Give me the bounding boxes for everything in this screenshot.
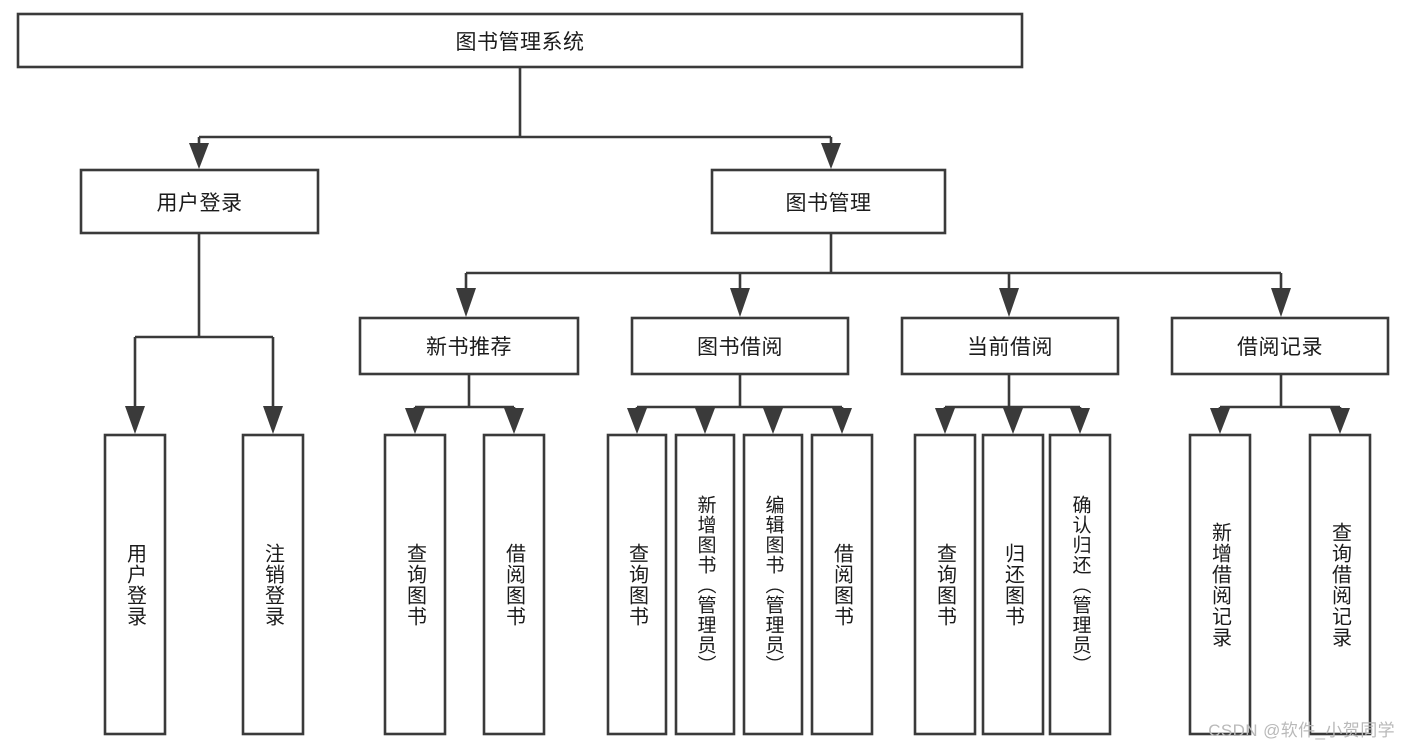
- watermark-text: CSDN @软件_小贺同学: [1208, 721, 1395, 740]
- leaf-box-edit-book-admin[interactable]: [742, 433, 804, 736]
- arrowhead-leaf-query-borrow-record: [1330, 408, 1350, 434]
- node-box-borrow-record[interactable]: [1170, 316, 1390, 376]
- arrowhead-leaf-query-book-recommend: [405, 408, 425, 434]
- arrowhead-borrow-record: [1271, 288, 1291, 317]
- arrowhead-leaf-add-book-admin: [695, 408, 715, 434]
- leaf-box-query-book-current[interactable]: [913, 433, 977, 736]
- leaf-box-query-borrow-record[interactable]: [1308, 433, 1372, 736]
- arrowhead-leaf-borrow-book: [832, 408, 852, 434]
- leaf-box-borrow-book-recommend[interactable]: [482, 433, 546, 736]
- arrowhead-new-book-recommend: [456, 288, 476, 317]
- arrowhead-user-login: [189, 143, 209, 169]
- leaf-box-confirm-return-admin[interactable]: [1048, 433, 1112, 736]
- leaf-box-user-login[interactable]: [103, 433, 167, 736]
- node-box-book-management[interactable]: [710, 168, 947, 235]
- node-box-new-book-recommend[interactable]: [358, 316, 580, 376]
- arrowhead-leaf-user-login: [125, 406, 145, 434]
- node-box-book-borrow[interactable]: [630, 316, 850, 376]
- node-box-user-login[interactable]: [79, 168, 320, 235]
- arrowhead-leaf-query-book-borrow: [627, 408, 647, 434]
- node-box-root[interactable]: [16, 12, 1024, 69]
- arrowhead-current-borrow: [999, 288, 1019, 317]
- arrowhead-book-management: [821, 143, 841, 169]
- arrowhead-leaf-add-borrow-record: [1210, 408, 1230, 434]
- leaf-box-add-borrow-record[interactable]: [1188, 433, 1252, 736]
- leaf-box-user-logout[interactable]: [241, 433, 305, 736]
- node-box-current-borrow[interactable]: [900, 316, 1120, 376]
- arrowhead-book-borrow: [730, 288, 750, 317]
- arrowhead-leaf-return-book: [1003, 408, 1023, 434]
- arrowhead-leaf-confirm-return-admin: [1070, 408, 1090, 434]
- arrowhead-leaf-edit-book-admin: [763, 408, 783, 434]
- leaf-box-query-book-recommend[interactable]: [383, 433, 447, 736]
- leaf-box-add-book-admin[interactable]: [674, 433, 736, 736]
- arrowhead-leaf-user-logout: [263, 406, 283, 434]
- leaf-box-query-book-borrow[interactable]: [606, 433, 668, 736]
- arrowhead-leaf-borrow-book-recommend: [504, 408, 524, 434]
- arrowhead-leaf-query-book-current: [935, 408, 955, 434]
- leaf-box-borrow-book[interactable]: [810, 433, 874, 736]
- leaf-box-return-book[interactable]: [981, 433, 1045, 736]
